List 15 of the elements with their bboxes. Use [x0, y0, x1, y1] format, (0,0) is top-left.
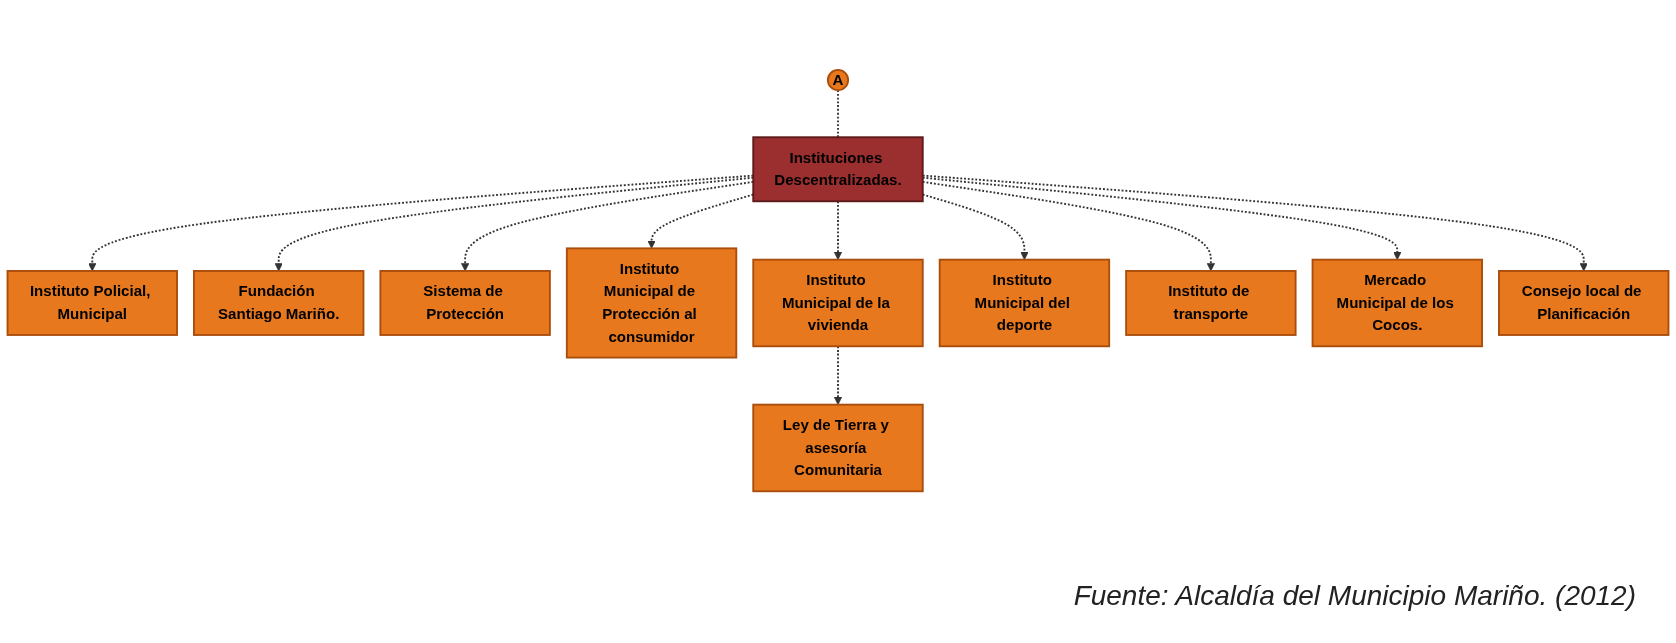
node-box: Instituto Policial, Municipal [6, 270, 178, 336]
source-caption: Fuente: Alcaldía del Municipio Mariño. (2012) [1073, 580, 1636, 612]
node-box: Consejo local de Planificación [1498, 270, 1670, 336]
node-box: Instituciones Descentralizadas. [752, 136, 924, 203]
node-box: Mercado Municipal de los Cocos. [1311, 258, 1483, 348]
node-box: Instituto Municipal de la vivienda [752, 258, 924, 348]
node-circle: A [826, 68, 850, 92]
arrow [833, 200, 843, 261]
node-box: Sistema de Protección [379, 270, 551, 336]
node-box: Instituto Municipal del deporte [938, 258, 1111, 348]
node-box: Fundación Santiago Mariño. [193, 270, 365, 336]
arrow [833, 345, 843, 406]
node-box: Ley de Tierra y asesoría Comunitaria [752, 403, 924, 493]
node-box: Instituto Municipal de Protección al consumidor [565, 247, 738, 359]
node-box: Instituto de transporte [1125, 270, 1297, 336]
